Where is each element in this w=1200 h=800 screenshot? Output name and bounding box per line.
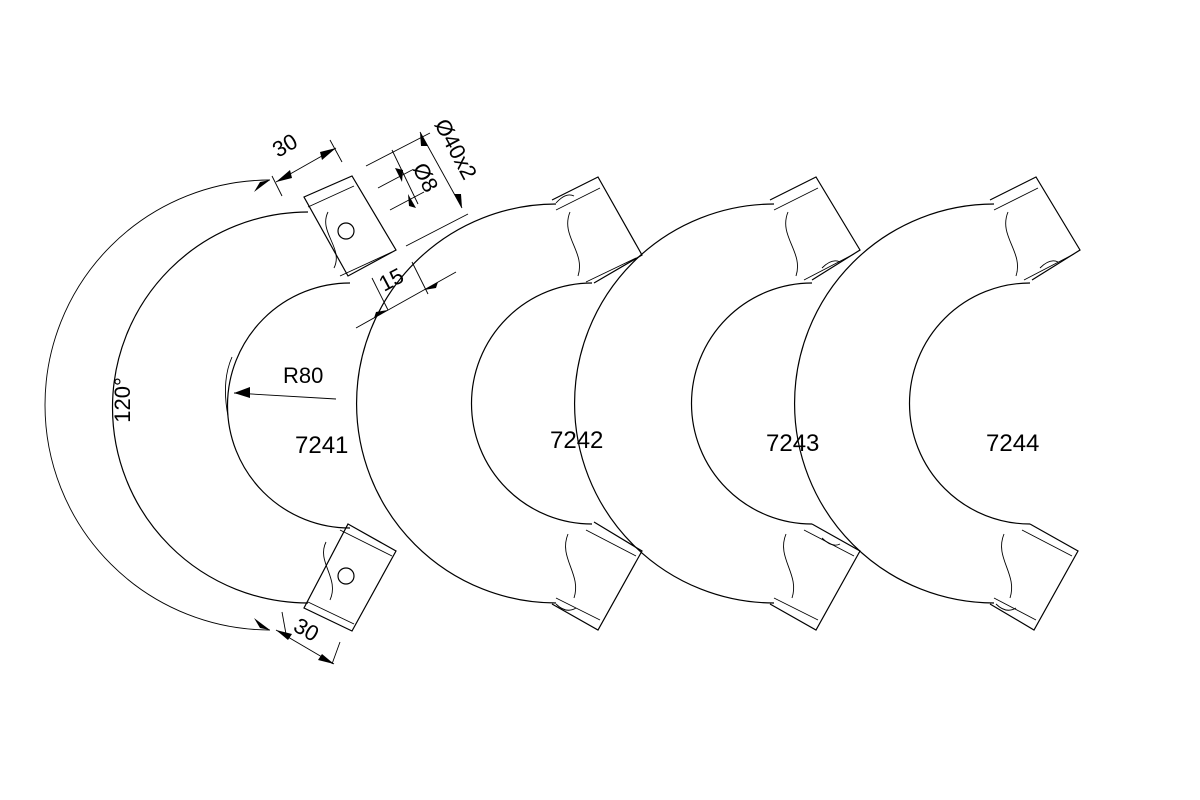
part-7244: 7244 <box>793 176 1081 631</box>
part-7243-top-notch <box>821 260 841 269</box>
part-7244-bottom-notch <box>995 603 1017 611</box>
dimensions: 120° R80 30 30 Ø40x2 Ø8 <box>44 115 482 665</box>
part-7244-inner-arc <box>908 282 1031 525</box>
angle-label: 120° <box>110 377 135 423</box>
part-7244-outer-arc <box>793 203 995 604</box>
part-7241-label: 7241 <box>295 432 348 459</box>
part-7241-outer-arc <box>111 211 309 604</box>
radius-leader <box>233 392 337 400</box>
part-7243-inner-arc <box>690 282 813 525</box>
part-7242-top-notch <box>555 194 575 204</box>
part-7243-bottom-notch <box>821 537 841 546</box>
part-7241-top-hole <box>337 222 355 240</box>
radius-label: R80 <box>283 363 323 388</box>
part-7243-outer-arc <box>573 203 775 604</box>
part-7243: 7243 <box>573 176 861 631</box>
part-7241-bottom-end <box>303 523 397 632</box>
part-7244-label: 7244 <box>986 430 1039 457</box>
part-7242-outer-arc <box>355 203 557 604</box>
part-7242-bottom-notch <box>555 603 577 611</box>
angle-dimension-arc <box>44 179 271 631</box>
part-7243-label: 7243 <box>766 430 819 457</box>
top-length-label: 30 <box>268 128 302 162</box>
part-7241: 7241 <box>111 175 397 632</box>
part-7244-top-notch <box>1039 260 1059 269</box>
part-7241-bottom-hole <box>337 567 355 585</box>
bottom-length-label: 30 <box>290 613 324 647</box>
part-7242: 7242 <box>355 176 643 631</box>
part-7242-inner-arc <box>470 282 593 525</box>
part-7241-inner-arc <box>226 282 351 529</box>
part-7241-top-end <box>303 175 397 277</box>
